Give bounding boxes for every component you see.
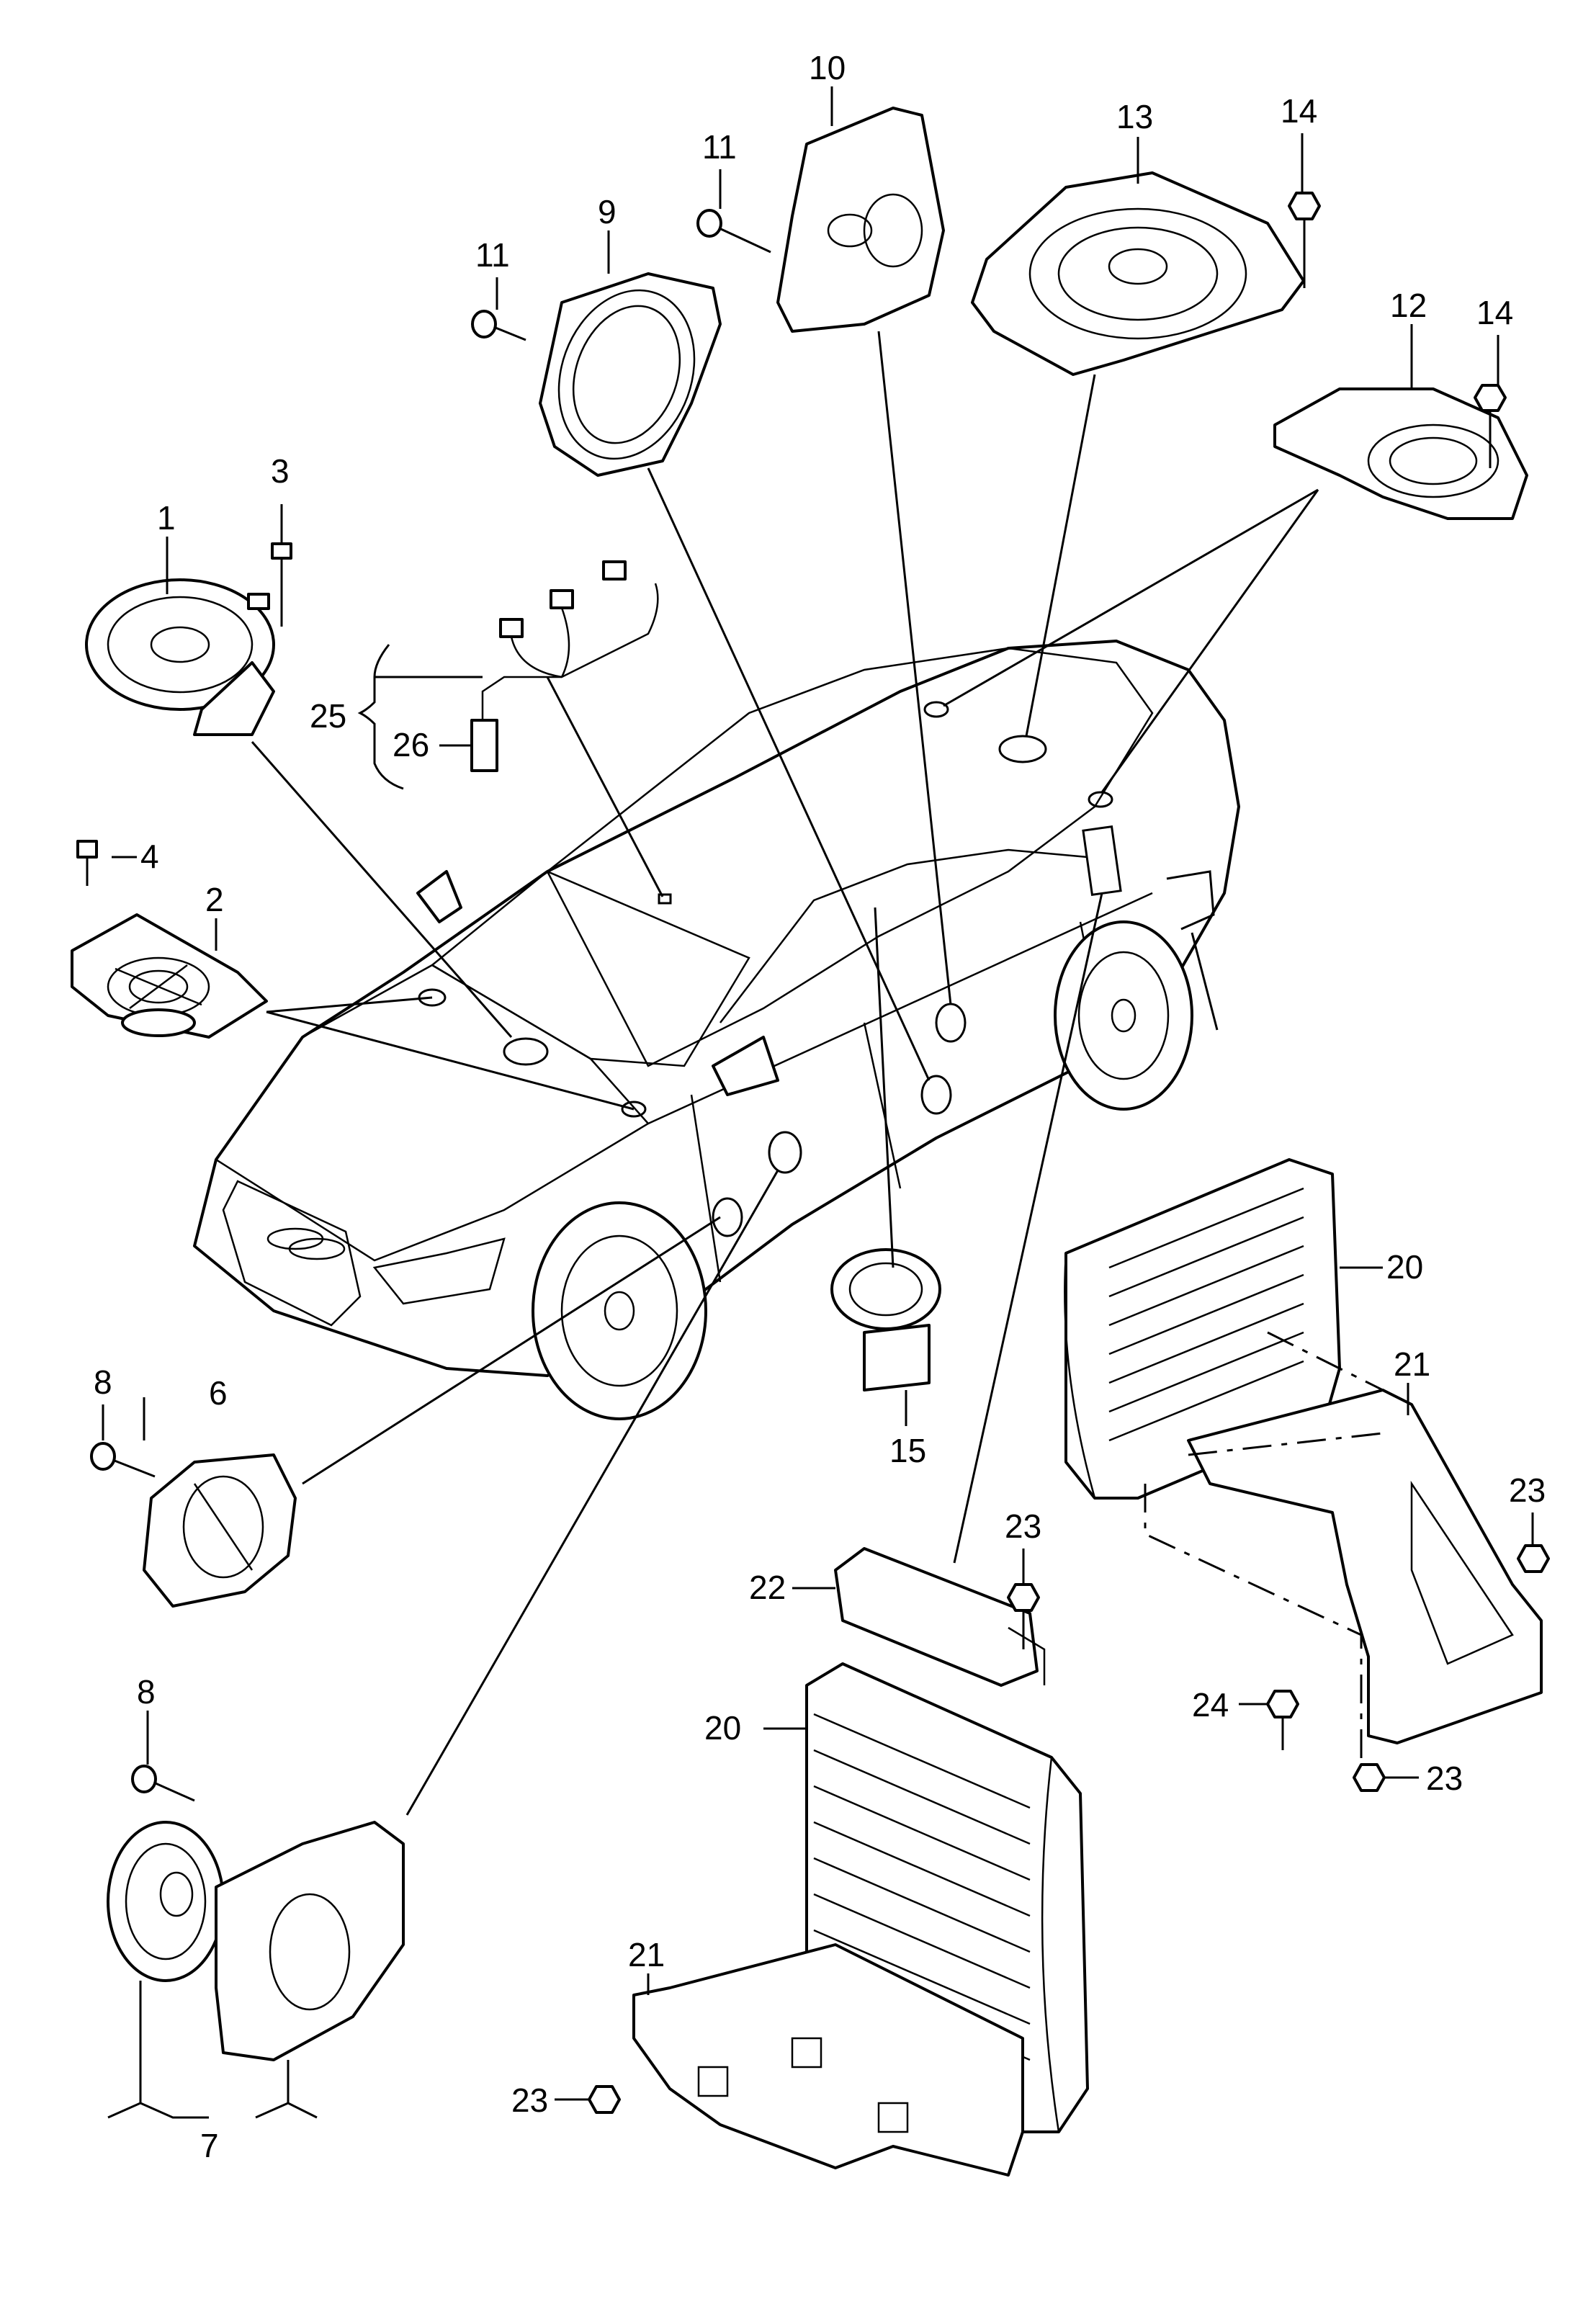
label-23-bottom: 23 <box>511 2081 548 2119</box>
part-10-speaker-housing <box>776 107 945 333</box>
part-24-nut <box>1266 1690 1299 1750</box>
part-22-module <box>834 1547 1046 1687</box>
part-23-nut-bottom <box>588 2085 621 2114</box>
label-21-right: 21 <box>1394 1345 1430 1383</box>
label-14-right: 14 <box>1476 294 1513 331</box>
label-25: 25 <box>310 697 346 735</box>
part-9-speaker <box>539 272 722 477</box>
part-6-speaker-housing <box>143 1453 297 1608</box>
part-4-screw <box>76 840 98 886</box>
part-1-speaker <box>85 578 275 736</box>
label-11-left: 11 <box>475 236 510 274</box>
label-10: 10 <box>809 49 846 86</box>
label-13: 13 <box>1116 98 1153 135</box>
part-21-bracket-right <box>1187 1389 1543 1744</box>
label-20-right: 20 <box>1386 1248 1423 1286</box>
label-23-right: 23 <box>1509 1471 1546 1509</box>
part-2-speaker <box>71 913 268 1039</box>
part-12-speaker <box>1273 387 1528 520</box>
label-7: 7 <box>200 2127 219 2164</box>
part-21-bracket-bottom <box>632 1943 1024 2177</box>
part-25-wiring-harness <box>470 560 659 772</box>
label-14-top: 14 <box>1281 92 1317 130</box>
part-11-screw-top <box>696 209 771 254</box>
label-8-upper: 8 <box>94 1363 112 1401</box>
part-7-speaker-assembly <box>107 1821 405 2061</box>
part-23-nut-right <box>1517 1544 1550 1573</box>
label-26: 26 <box>393 726 429 763</box>
car-body <box>193 640 1240 1420</box>
part-8-screw-lower <box>131 1765 195 1802</box>
label-22: 22 <box>749 1569 786 1606</box>
part-3-screw <box>271 542 292 627</box>
leader-lines <box>102 86 1534 2119</box>
part-23-nut-upper <box>1007 1583 1040 1649</box>
callout-labels: 1 3 4 2 11 9 11 10 13 14 12 14 25 26 8 6… <box>94 49 1546 2164</box>
label-12: 12 <box>1390 287 1427 324</box>
label-9: 9 <box>598 193 617 230</box>
label-23-lower-right: 23 <box>1426 1760 1463 1797</box>
part-14-nut-top <box>1288 192 1321 288</box>
label-4: 4 <box>140 838 159 875</box>
part-11-screw-left <box>471 310 526 341</box>
label-2: 2 <box>205 881 224 918</box>
part-20-amplifier-right <box>1064 1158 1341 1500</box>
label-24: 24 <box>1192 1686 1229 1724</box>
label-20-bottom: 20 <box>704 1709 741 1747</box>
label-11-top: 11 <box>702 128 737 166</box>
label-6: 6 <box>209 1374 228 1412</box>
label-3: 3 <box>271 452 290 490</box>
part-8-screw-upper <box>90 1442 156 1478</box>
part-13-subwoofer <box>971 171 1305 376</box>
part-23-nut-lower-right <box>1353 1763 1386 1792</box>
label-8-lower: 8 <box>137 1673 156 1711</box>
label-21-bottom: 21 <box>628 1936 665 1973</box>
label-23-upper: 23 <box>1005 1507 1041 1545</box>
label-15: 15 <box>889 1432 926 1469</box>
label-1: 1 <box>157 499 176 537</box>
part-15-tweeter <box>830 1248 941 1391</box>
part-14-nut-right <box>1474 384 1507 468</box>
